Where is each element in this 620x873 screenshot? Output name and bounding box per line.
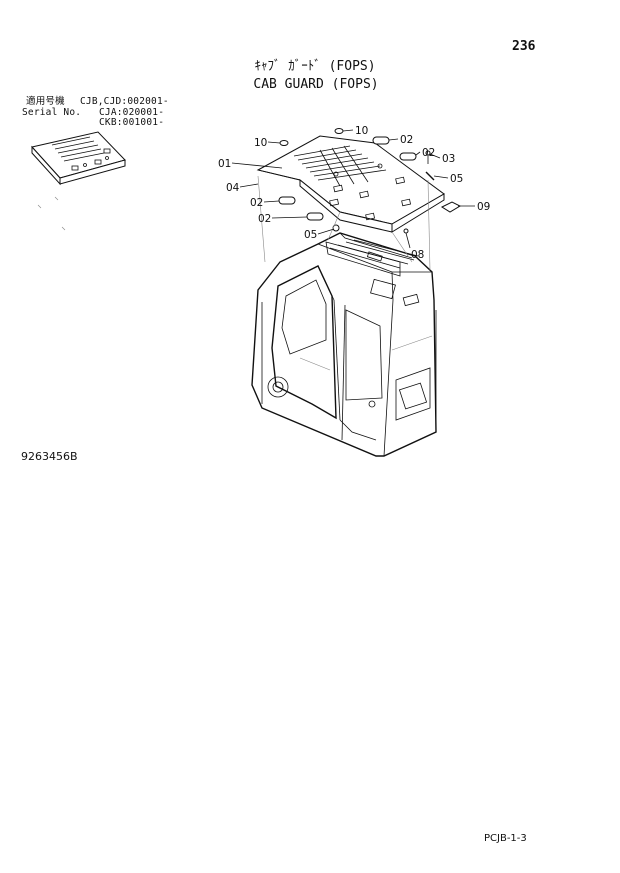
callout-02-left: 02 — [250, 197, 263, 209]
guard-thumbnail — [31, 131, 126, 231]
callout-08: 08 — [411, 249, 424, 261]
callout-10-top: 10 — [355, 125, 368, 137]
callout-10-left: 10 — [254, 137, 267, 149]
serial-line-2: CJA:020001- — [99, 107, 165, 118]
callout-numbers: 10 10 02 02 03 05 01 04 02 02 05 09 08 — [218, 125, 490, 261]
leader-lines — [231, 129, 475, 249]
page-number: 236 — [512, 39, 536, 54]
title-english: CAB GUARD (FOPS) — [253, 77, 379, 92]
callout-09: 09 — [477, 201, 490, 213]
title-japanese: ｷｬﾌﾞ ｶﾞｰﾄﾞ (FOPS) — [254, 59, 376, 74]
callout-05-right: 05 — [450, 173, 463, 185]
callout-05-lower: 05 — [304, 229, 317, 241]
serial-line-1: CJB,CJD:002001- — [80, 96, 169, 107]
callout-02-lower: 02 — [258, 213, 271, 225]
callout-02-top: 02 — [400, 134, 413, 146]
drawing-number: 9263456B — [21, 450, 78, 463]
callout-02-right: 02 — [422, 147, 435, 159]
guard-assembly — [256, 128, 462, 271]
serial-label-en: Serial No. — [22, 107, 82, 118]
serial-line-3: CKB:001001- — [99, 117, 165, 128]
page-code: PCJB-1-3 — [484, 833, 527, 844]
cab-body — [251, 232, 437, 457]
callout-04: 04 — [226, 182, 240, 194]
serial-label-jp: 適用号機 — [26, 96, 65, 107]
callout-03: 03 — [442, 153, 455, 165]
callout-01: 01 — [218, 158, 231, 170]
